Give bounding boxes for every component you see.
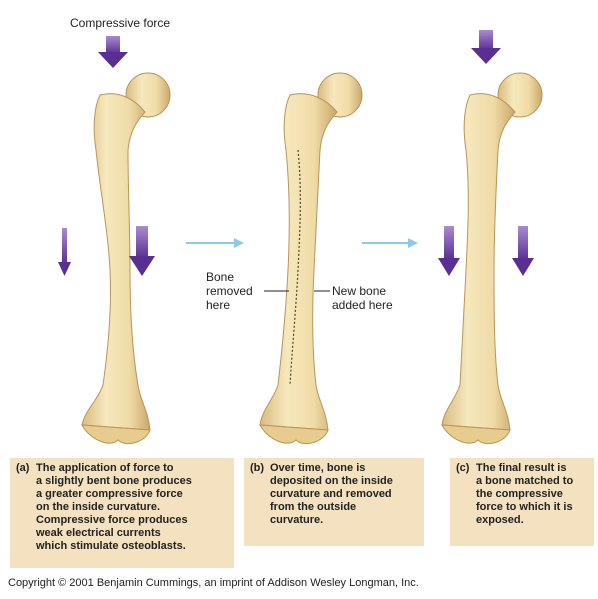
step-arrow-b-to-c <box>362 238 418 248</box>
bone-b <box>260 73 362 444</box>
copyright-text: Copyright © 2001 Benjamin Cummings, an i… <box>8 577 419 589</box>
label-compressive-force: Compressive force <box>70 16 170 30</box>
label-bone-removed: Bone removed here <box>206 270 253 312</box>
caption-b-tag: (b) <box>250 462 264 475</box>
force-arrow-right-c <box>512 226 534 276</box>
caption-c-tag: (c) <box>456 462 469 475</box>
force-arrow-top-c <box>471 30 501 64</box>
caption-b-text: Over time, bone is deposited on the insi… <box>270 462 418 527</box>
caption-c-text: The final result is a bone matched to th… <box>476 462 588 527</box>
force-arrow-left-c <box>438 226 460 276</box>
caption-c: (c) The final result is a bone matched t… <box>450 458 594 546</box>
force-arrow-large-a <box>129 226 155 276</box>
caption-a-text: The application of force to a slightly b… <box>36 462 228 553</box>
bone-a <box>82 73 170 444</box>
step-arrow-a-to-b <box>186 238 244 248</box>
caption-a-tag: (a) <box>16 462 29 475</box>
caption-a: (a) The application of force to a slight… <box>10 458 234 568</box>
label-new-bone: New bone added here <box>332 284 393 312</box>
bone-b-shaft <box>260 94 337 430</box>
force-arrow-top-a <box>98 36 128 68</box>
force-arrow-small-a <box>58 228 71 276</box>
caption-b: (b) Over time, bone is deposited on the … <box>244 458 424 546</box>
